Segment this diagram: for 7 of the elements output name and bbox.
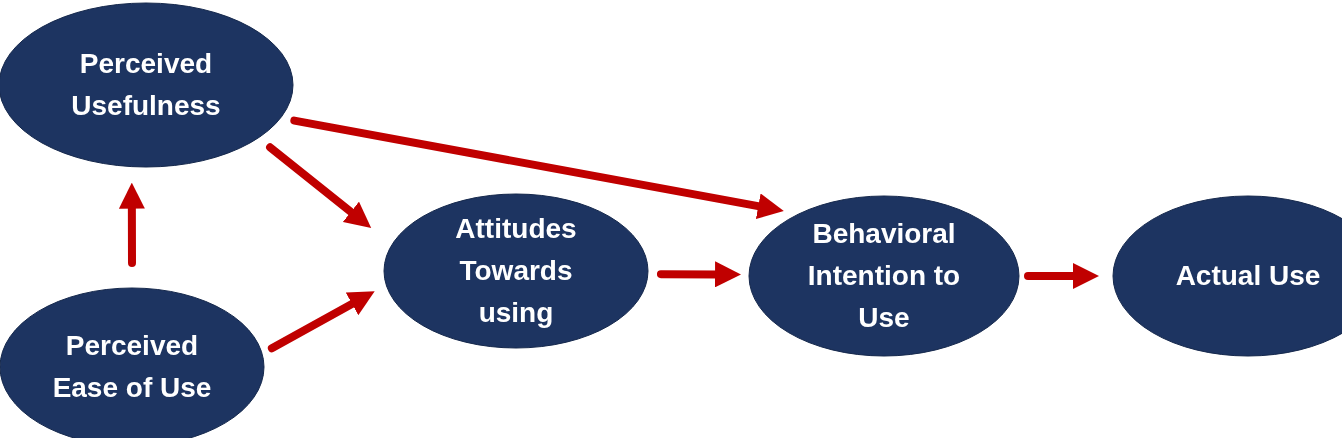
node-label: Attitudes Towards using xyxy=(454,212,578,330)
node-label: Perceived Usefulness xyxy=(70,47,222,123)
oval-node xyxy=(748,195,1020,357)
node-label: Behavioral Intention to Use xyxy=(806,217,962,335)
node-label: Actual Use xyxy=(1175,259,1321,293)
node-label: Perceived Ease of Use xyxy=(51,329,213,405)
oval-node xyxy=(383,193,649,349)
